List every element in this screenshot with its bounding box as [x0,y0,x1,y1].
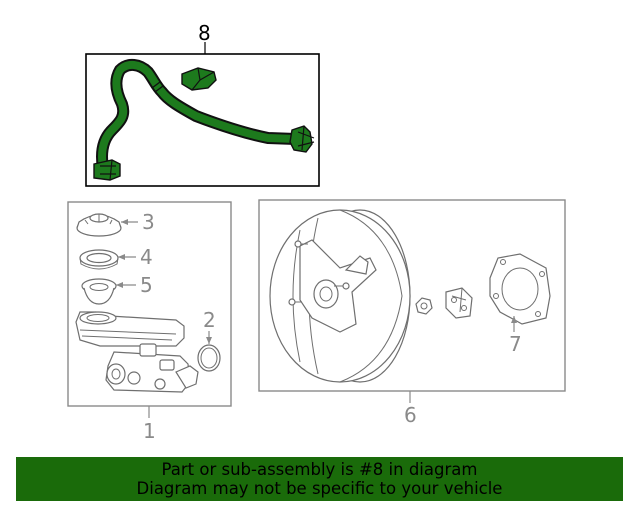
o-ring [197,344,221,372]
spacer [445,287,473,319]
banner-line-2: Diagram may not be specific to your vehi… [136,479,503,498]
master-cylinder-body [75,311,199,393]
callout-7: 7 [509,332,522,356]
fitment-banner: Part or sub-assembly is #8 in diagram Di… [16,457,623,501]
callout-4: 4 [140,245,153,269]
reservoir-strainer [81,278,117,305]
assembly-8-group[interactable]: 8 [85,21,320,187]
booster-gasket [489,253,551,325]
callout-8: 8 [198,21,211,45]
callout-5: 5 [140,273,153,297]
callout-2: 2 [203,308,216,332]
callout-1: 1 [143,419,156,443]
callout-3: 3 [142,210,155,234]
brake-booster-group[interactable]: 7 6 [258,199,566,427]
nut [415,297,433,315]
brake-booster [269,209,411,383]
callout-6: 6 [404,403,417,427]
hose-connector-right [289,125,313,153]
check-valve [181,67,217,91]
master-cylinder-group[interactable]: 3 4 5 [67,201,232,443]
banner-line-1: Part or sub-assembly is #8 in diagram [161,460,478,479]
vacuum-hose-fill [98,61,300,172]
reservoir-cap [76,213,122,237]
hose-joint [151,81,164,93]
hose-connector-left [93,159,121,181]
reservoir-filter [79,249,119,270]
